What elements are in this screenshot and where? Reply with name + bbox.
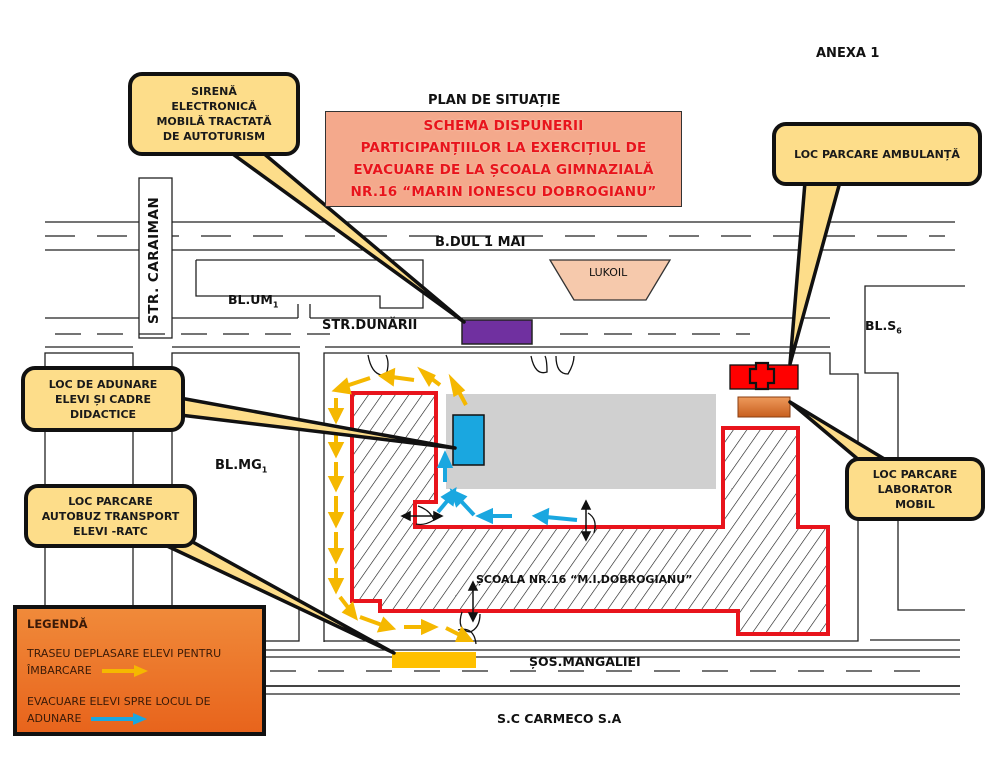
- ambulance-marker: [729, 361, 799, 391]
- legend-item-evacuation-route: EVACUARE ELEVI SPRE LOCUL DE ADUNARE: [27, 693, 252, 727]
- title-line: PARTICIPANȚIILOR LA EXERCIȚIUL DE: [360, 140, 647, 156]
- callout-assembly-point: LOC DE ADUNARE ELEVI ȘI CADRE DIDACTICE: [21, 366, 185, 432]
- callout-text: LOC PARCARE: [872, 467, 958, 481]
- callout-text: SIRENĂ: [191, 85, 237, 98]
- street-label-dunarii: STR.DUNĂRII: [322, 318, 418, 333]
- diagram-title: SCHEMA DISPUNERII PARTICIPANȚIILOR LA EX…: [325, 111, 682, 207]
- title-line: NR.16 “MARIN IONESCU DOBROGIANU”: [350, 184, 657, 200]
- callout-text: LOC PARCARE AMBULANȚĂ: [794, 147, 960, 161]
- title-line: SCHEMA DISPUNERII: [423, 118, 584, 134]
- callout-text: ELEVI ȘI CADRE: [54, 392, 152, 406]
- building-subscript: 6: [896, 326, 902, 336]
- carmeco-label: S.C CARMECO S.A: [497, 711, 622, 726]
- building-name: BL.MG: [215, 458, 262, 473]
- bl-s-building: [864, 285, 965, 611]
- building-subscript: 1: [261, 465, 268, 475]
- building-name: BL.UM: [228, 292, 273, 307]
- blue-arrow-icon: [91, 713, 148, 725]
- callout-text: LABORATOR: [877, 482, 953, 496]
- callout-ambulance-parking: LOC PARCARE AMBULANȚĂ: [772, 122, 982, 186]
- building-subscript: 1: [272, 300, 279, 310]
- assembly-point-marker: [452, 414, 485, 466]
- legend-text: EVACUARE ELEVI SPRE LOCUL DE: [27, 695, 211, 708]
- siren-vehicle-marker: [461, 319, 533, 345]
- str-caraiman-road: [138, 177, 173, 339]
- building-label-bl-s: BL.S6: [865, 318, 902, 336]
- legend: LEGENDĂ TRASEU DEPLASARE ELEVI PENTRU ÎM…: [13, 605, 266, 736]
- callout-siren: SIRENĂ ELECTRONICĂ MOBILĂ TRACTATĂ DE AU…: [128, 72, 300, 156]
- legend-text: ÎMBARCARE: [27, 664, 92, 677]
- annex-label: ANEXA 1: [816, 46, 880, 61]
- school-yard-boundary: [323, 352, 859, 642]
- school-label: ȘCOALA NR.16 “M.I.DOBROGIANU”: [476, 573, 693, 586]
- legend-text: ADUNARE: [27, 712, 82, 725]
- street-label-caraiman: STR. CARAIMAN: [146, 196, 162, 324]
- exit-direction-arrows: [400, 499, 592, 623]
- lukoil-label: LUKOIL: [589, 266, 628, 279]
- callout-text: ELECTRONICĂ: [171, 100, 257, 113]
- lukoil-station: [548, 259, 672, 301]
- legend-item-boarding-route: TRASEU DEPLASARE ELEVI PENTRU ÎMBARCARE: [27, 645, 252, 679]
- building-label-bl-um: BL.UM1: [228, 292, 278, 310]
- mobile-lab-marker: [737, 396, 791, 418]
- callout-text: LOC PARCARE: [68, 494, 153, 508]
- callout-text: MOBIL: [895, 497, 935, 511]
- str-dunarii-road: [45, 304, 830, 348]
- callout-text: ELEVI -RATC: [73, 524, 148, 538]
- building-label-bl-mg: BL.MG1: [215, 458, 267, 475]
- callout-text: DIDACTICE: [69, 407, 137, 421]
- bus-parking-marker: [392, 652, 476, 668]
- boarding-route: [327, 366, 475, 642]
- evacuation-route: [436, 450, 578, 526]
- title-line: EVACUARE DE LA ȘCOALA GIMNAZIALĂ: [353, 162, 654, 178]
- callout-text: LOC DE ADUNARE: [48, 377, 158, 391]
- street-label-boulevard: B.DUL 1 MAI: [435, 235, 526, 250]
- callout-mobile-lab-parking: LOC PARCARE LABORATOR MOBIL: [845, 457, 985, 521]
- plan-heading: PLAN DE SITUAȚIE: [428, 93, 561, 108]
- callout-text: AUTOBUZ TRANSPORT: [41, 509, 180, 523]
- street-label-mangaliei: ȘOS.MANGALIEI: [529, 654, 641, 669]
- school-building: [350, 391, 830, 636]
- legend-title: LEGENDĂ: [27, 617, 88, 631]
- building-name: BL.S: [865, 318, 897, 333]
- yellow-arrow-icon: [101, 665, 148, 677]
- callout-text: MOBILĂ TRACTATĂ: [156, 115, 272, 128]
- school-courtyard: [446, 394, 716, 489]
- legend-text: TRASEU DEPLASARE ELEVI PENTRU: [27, 647, 222, 660]
- callout-text: DE AUTOTURISM: [162, 130, 266, 143]
- callout-bus-parking: LOC PARCARE AUTOBUZ TRANSPORT ELEVI -RAT…: [24, 484, 197, 548]
- bl-um-building: [195, 259, 424, 309]
